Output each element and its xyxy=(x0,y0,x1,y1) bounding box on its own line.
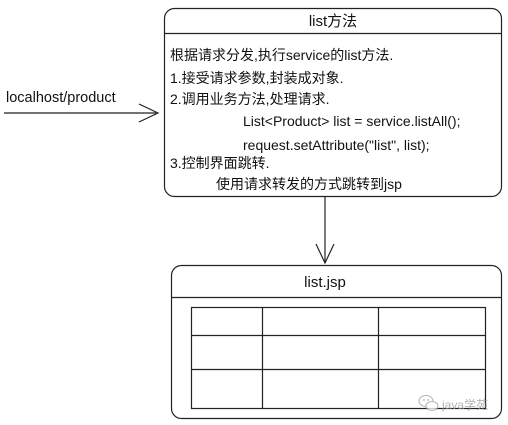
list-method-box xyxy=(163,7,503,198)
forward-to-jsp-text: 使用请求转发的方式跳转到jsp xyxy=(216,176,402,192)
code-line-set-attribute: request.setAttribute("list", list); xyxy=(243,137,430,153)
list-jsp-title: list.jsp xyxy=(304,274,346,291)
watermark: java学苑 xyxy=(418,395,488,412)
step-3-text: 3.控制界面跳转. xyxy=(170,155,270,171)
list-jsp-box xyxy=(170,264,503,420)
code-line-list-all: List<Product> list = service.listAll(); xyxy=(243,113,460,129)
list-method-title: list方法 xyxy=(309,13,357,30)
step-2-text: 2.调用业务方法,处理请求. xyxy=(170,91,329,107)
step-1-text: 1.接受请求参数,封装成对象. xyxy=(170,70,343,86)
request-url-label: localhost/product xyxy=(6,90,116,106)
product-table xyxy=(190,306,487,410)
request-arrow xyxy=(4,103,160,123)
wechat-icon xyxy=(418,395,439,411)
forward-arrow xyxy=(315,197,335,265)
watermark-text: java学苑 xyxy=(441,397,488,412)
method-description: 根据请求分发,执行service的list方法. xyxy=(170,47,393,63)
